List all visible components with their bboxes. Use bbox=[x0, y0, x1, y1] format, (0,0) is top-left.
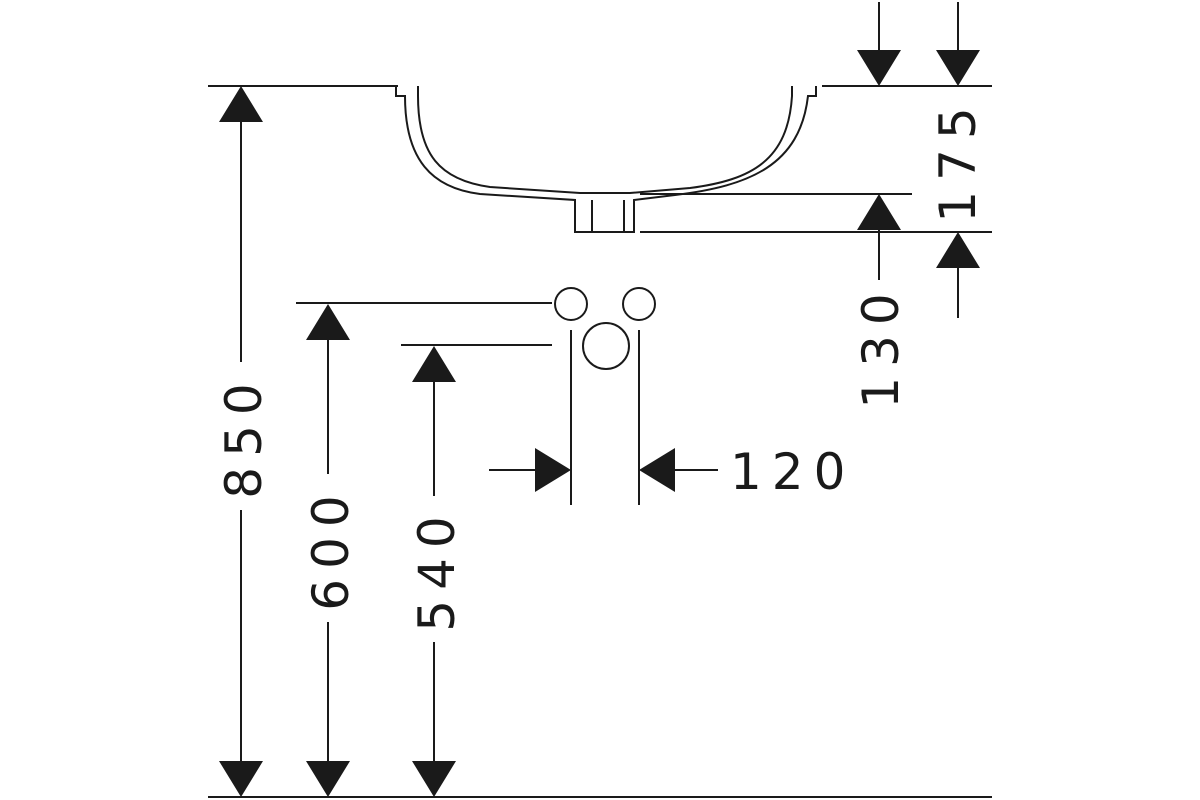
dimension-850: 850 bbox=[215, 86, 273, 797]
label-130: 130 bbox=[852, 283, 910, 408]
dimension-600: 600 bbox=[302, 304, 360, 797]
basin-outline bbox=[395, 86, 817, 233]
label-175: 175 bbox=[929, 97, 987, 222]
arrow-down-130 bbox=[857, 50, 901, 86]
arrow-right-120 bbox=[535, 448, 571, 492]
arrow-down-540 bbox=[412, 761, 456, 797]
label-120: 120 bbox=[730, 443, 855, 501]
drain-outlet-circle bbox=[582, 322, 630, 370]
label-850: 850 bbox=[215, 373, 273, 498]
dimension-540: 540 bbox=[408, 346, 466, 797]
arrow-up-850 bbox=[219, 86, 263, 122]
arrow-up-540 bbox=[412, 346, 456, 382]
dimension-130: 130 bbox=[852, 2, 910, 409]
arrow-down-600 bbox=[306, 761, 350, 797]
arrow-up-130 bbox=[857, 194, 901, 230]
arrow-up-175 bbox=[936, 232, 980, 268]
arrow-up-600 bbox=[306, 304, 350, 340]
dimension-175: 175 bbox=[929, 2, 987, 318]
dimension-120: 120 bbox=[489, 443, 855, 501]
arrow-left-120 bbox=[639, 448, 675, 492]
arrow-down-850 bbox=[219, 761, 263, 797]
right-supply-circle bbox=[622, 287, 656, 321]
arrow-down-175 bbox=[936, 50, 980, 86]
label-540: 540 bbox=[408, 506, 466, 631]
left-supply-circle bbox=[554, 287, 588, 321]
label-600: 600 bbox=[302, 485, 360, 610]
